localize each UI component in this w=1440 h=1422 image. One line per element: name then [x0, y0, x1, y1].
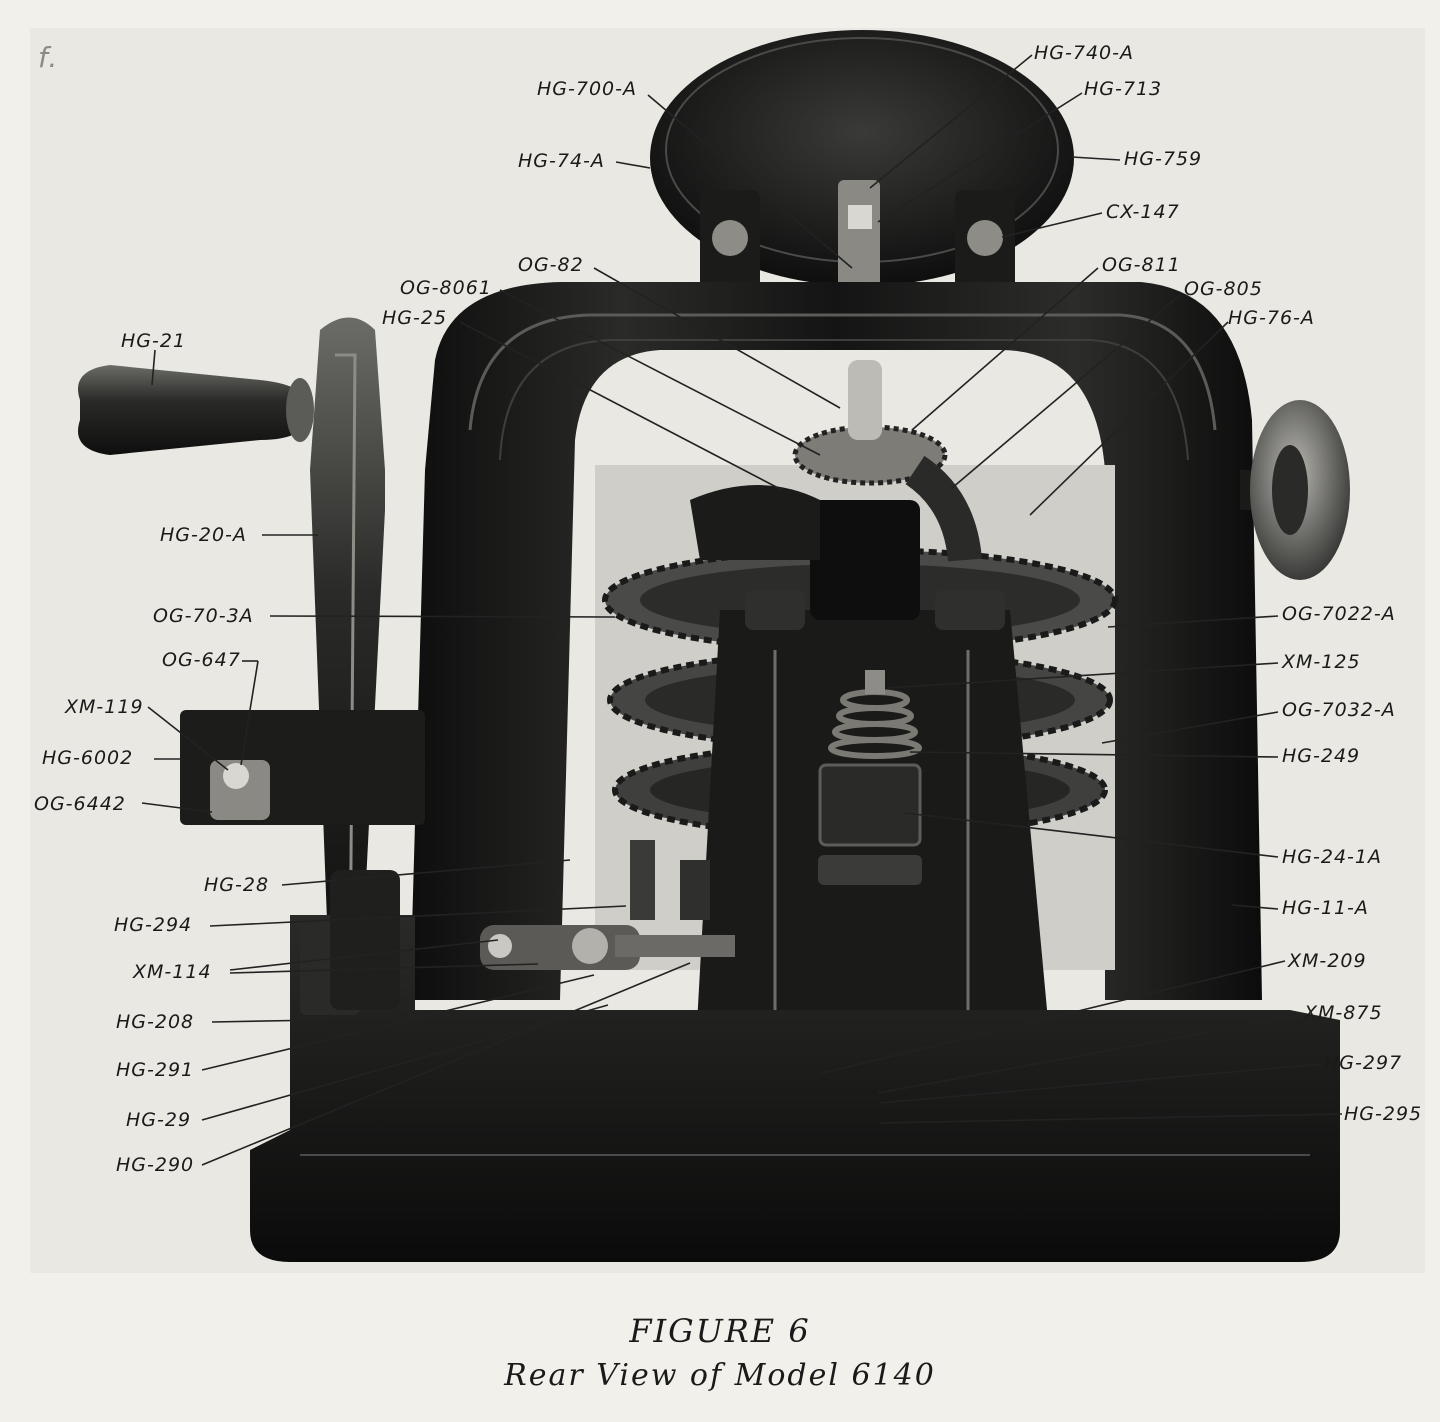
callout-hg-294: HG-294 — [114, 914, 193, 936]
callout-hg-6002: HG-6002 — [42, 747, 134, 769]
crank-arm — [310, 317, 385, 1000]
callout-hg-249: HG-249 — [1282, 745, 1361, 767]
callout-hg-28: HG-28 — [204, 874, 270, 896]
callout-hg-74-a: HG-74-A — [518, 150, 605, 172]
callout-og-82: OG-82 — [518, 254, 584, 276]
callout-cx-147: CX-147 — [1106, 201, 1180, 223]
callout-hg-208: HG-208 — [116, 1011, 195, 1033]
figure-subtitle: Rear View of Model 6140 — [504, 1358, 936, 1393]
callout-hg-290: HG-290 — [116, 1154, 195, 1176]
callout-hg-29: HG-29 — [126, 1109, 192, 1131]
callout-og-811: OG-811 — [1102, 254, 1181, 276]
plunger-block — [818, 763, 922, 847]
crank-grip — [78, 365, 310, 455]
callout-hg-759: HG-759 — [1124, 148, 1203, 170]
callout-og-8061: OG-8061 — [400, 277, 492, 299]
callout-og-647: OG-647 — [162, 649, 241, 671]
callout-og-7022-a: OG-7022-A — [1282, 603, 1396, 625]
spindle — [838, 180, 880, 292]
callout-xm-125: XM-125 — [1282, 651, 1361, 673]
callout-og-7032-a: OG-7032-A — [1282, 699, 1396, 721]
callout-og-70-3a: OG-70-3A — [153, 605, 254, 627]
callout-hg-740-a: HG-740-A — [1034, 42, 1134, 64]
callout-og-805: OG-805 — [1184, 278, 1263, 300]
callout-hg-297: HG-297 — [1324, 1052, 1403, 1074]
callout-hg-291: HG-291 — [116, 1059, 195, 1081]
callout-xm-119: XM-119 — [65, 696, 144, 718]
callout-hg-76-a: HG-76-A — [1228, 307, 1315, 329]
figure-title: FIGURE 6 — [629, 1312, 811, 1350]
callout-xm-209: XM-209 — [1288, 950, 1367, 972]
margin-mark: f. — [38, 41, 59, 74]
callout-hg-295: HG-295 — [1344, 1103, 1423, 1125]
callout-hg-20-a: HG-20-A — [160, 524, 247, 546]
callout-hg-713: HG-713 — [1084, 78, 1163, 100]
machine-base — [250, 915, 1340, 1262]
callout-hg-24-1a: HG-24-1A — [1282, 846, 1382, 868]
callout-xm-114: XM-114 — [133, 961, 212, 983]
callout-hg-700-a: HG-700-A — [537, 78, 637, 100]
leader-lines — [141, 54, 1343, 1166]
callout-xm-875: XM-875 — [1304, 1002, 1383, 1024]
callout-hg-11-a: HG-11-A — [1282, 897, 1369, 919]
callout-hg-25: HG-25 — [382, 307, 448, 329]
callout-og-6442: OG-6442 — [34, 793, 126, 815]
callout-hg-21: HG-21 — [121, 330, 187, 352]
